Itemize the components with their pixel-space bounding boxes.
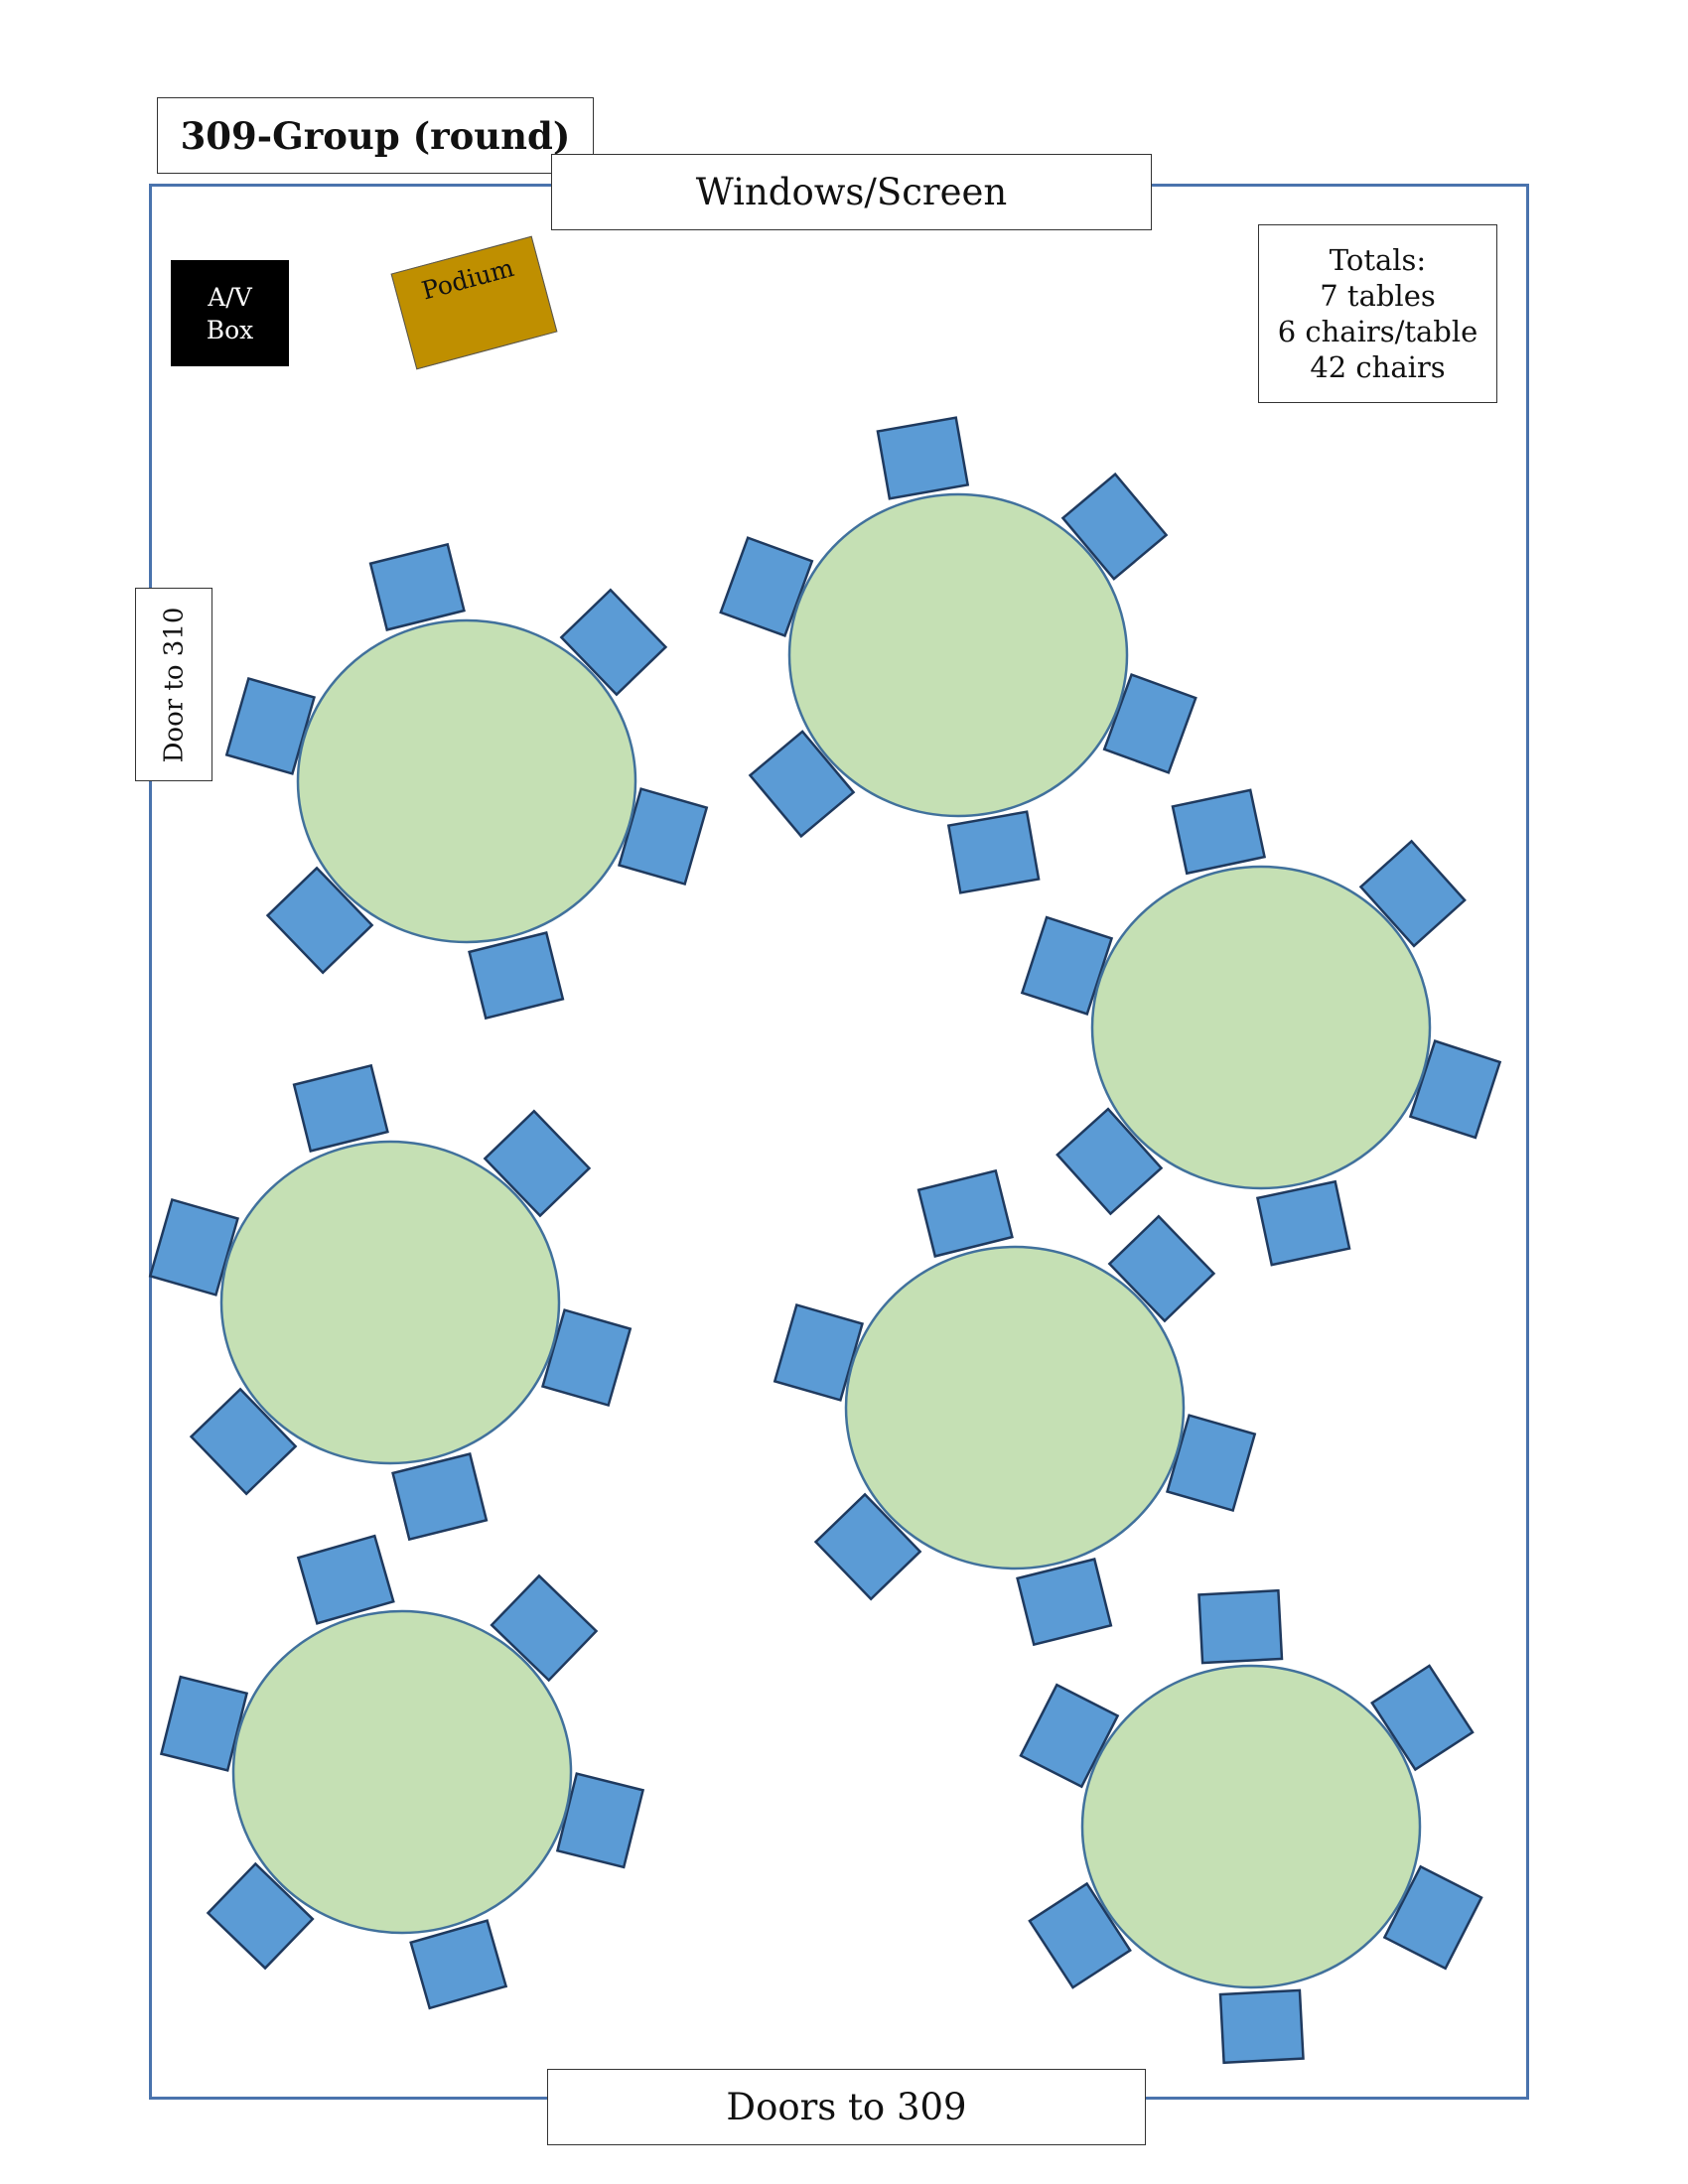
chair xyxy=(773,1302,865,1402)
round-table-group xyxy=(148,1063,633,1542)
round-table xyxy=(787,492,1129,818)
round-table-group xyxy=(1019,1588,1483,2065)
chair xyxy=(1255,1179,1351,1267)
round-table-group xyxy=(1020,788,1502,1267)
chair xyxy=(1370,1664,1475,1772)
chair xyxy=(1016,1558,1113,1647)
round-table-group xyxy=(224,542,709,1021)
chair xyxy=(540,1308,633,1408)
chair xyxy=(1171,788,1267,876)
chair xyxy=(1107,1214,1216,1323)
totals-chairs: 42 chairs xyxy=(1310,350,1446,384)
chair xyxy=(1102,672,1197,774)
chair xyxy=(468,931,565,1021)
totals-chairs-per-table: 6 chairs/table xyxy=(1277,315,1478,348)
round-table xyxy=(231,1609,573,1935)
chair xyxy=(224,676,317,775)
chair xyxy=(748,730,856,839)
round-table-group xyxy=(719,416,1197,894)
door-310-text: Door to 310 xyxy=(159,607,189,762)
chair xyxy=(490,1573,599,1683)
doors-309-text: Doors to 309 xyxy=(726,2086,967,2128)
totals-tables: 7 tables xyxy=(1320,279,1436,313)
room-title: 309-Group (round) xyxy=(157,97,594,174)
room-title-text: 309-Group (round) xyxy=(180,113,571,158)
door-310-label: Door to 310 xyxy=(135,588,212,781)
chair xyxy=(559,588,668,697)
round-table xyxy=(219,1140,561,1465)
doors-309-label: Doors to 309 xyxy=(547,2069,1146,2145)
chair xyxy=(1060,472,1169,581)
chair xyxy=(368,542,466,631)
chair xyxy=(1382,1864,1483,1971)
chair xyxy=(292,1063,389,1153)
av-box-line2: Box xyxy=(206,315,254,344)
round-table-group xyxy=(159,1534,645,2010)
chair xyxy=(719,536,814,638)
chair xyxy=(206,1861,315,1971)
chair xyxy=(296,1534,395,1625)
chair xyxy=(1197,1588,1284,1665)
chair xyxy=(1165,1414,1257,1513)
round-table-group xyxy=(773,1168,1257,1647)
round-table xyxy=(1090,865,1432,1190)
chair xyxy=(1358,839,1467,948)
chair xyxy=(916,1168,1014,1258)
chair xyxy=(1020,915,1114,1016)
round-table xyxy=(1080,1664,1422,1989)
totals-box: Totals: 7 tables 6 chairs/table 42 chair… xyxy=(1258,224,1497,403)
round-table xyxy=(844,1245,1186,1570)
podium-label: Podium xyxy=(418,253,517,306)
chair xyxy=(876,416,970,500)
chair xyxy=(1055,1107,1164,1216)
chair xyxy=(1019,1683,1120,1789)
chair xyxy=(483,1109,592,1218)
chair xyxy=(189,1387,298,1496)
windows-screen-label: Windows/Screen xyxy=(551,154,1152,230)
chair xyxy=(1218,1988,1305,2065)
round-table xyxy=(296,618,637,944)
chair xyxy=(1408,1039,1502,1140)
av-box: A/V Box xyxy=(171,260,289,366)
chair xyxy=(1028,1881,1132,1989)
chair xyxy=(409,1919,508,2010)
windows-screen-text: Windows/Screen xyxy=(695,171,1008,213)
totals-heading: Totals: xyxy=(1329,243,1427,277)
chair xyxy=(946,810,1041,894)
chair xyxy=(555,1772,645,1869)
chair xyxy=(617,787,709,887)
chair xyxy=(159,1675,249,1772)
chair xyxy=(813,1492,922,1601)
chair xyxy=(265,866,374,975)
chair xyxy=(148,1197,240,1297)
av-box-line1: A/V xyxy=(208,282,252,312)
chair xyxy=(391,1452,489,1542)
